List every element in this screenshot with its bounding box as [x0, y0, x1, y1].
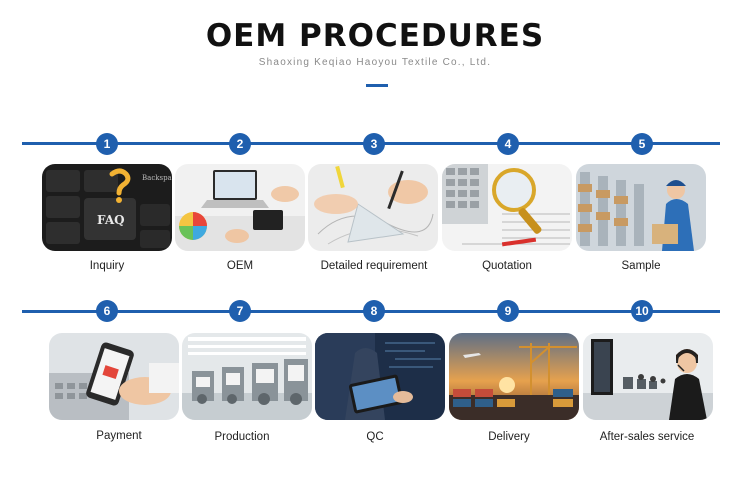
- step-8-label: QC: [366, 431, 384, 443]
- step-1-faq-keyboard-image: FAQ Backspace: [42, 164, 172, 251]
- step-8-number: 8: [363, 300, 385, 322]
- page-title: OEM PROCEDURES: [205, 18, 545, 54]
- title-accent-bar: [366, 84, 388, 87]
- step-4-magnifier-calculator-image: [442, 164, 572, 251]
- step-1-number: 1: [96, 133, 118, 155]
- step-5-number: 5: [631, 133, 653, 155]
- step-6-number: 6: [96, 300, 118, 322]
- backspace-key-text: Backspace: [142, 174, 172, 182]
- step-2-laptop-design-image: [175, 164, 305, 251]
- step-4-number: 4: [497, 133, 519, 155]
- step-7-textile-factory-image: [182, 333, 312, 420]
- company-subtitle: Shaoxing Keqiao Haoyou Textile Co., Ltd.: [258, 57, 492, 68]
- step-4-label: Quotation: [482, 260, 532, 272]
- step-3-label: Detailed requirement: [320, 260, 428, 272]
- step-9-label: Delivery: [488, 431, 530, 443]
- step-6-label: Payment: [96, 430, 142, 442]
- step-1-label: Inquiry: [89, 260, 125, 272]
- faq-key-text: FAQ: [97, 213, 125, 227]
- step-10-call-center-image: [583, 333, 713, 420]
- step-5-label: Sample: [621, 260, 661, 272]
- step-10-number: 10: [631, 300, 653, 322]
- step-2-label: OEM: [226, 260, 254, 272]
- step-9-number: 9: [497, 300, 519, 322]
- step-8-tablet-check-image: [315, 333, 445, 420]
- step-7-label: Production: [214, 431, 270, 443]
- step-10-label: After-sales service: [599, 431, 695, 443]
- step-5-warehouse-worker-image: [576, 164, 706, 251]
- step-3-sketch-drawing-image: [308, 164, 438, 251]
- step-3-number: 3: [363, 133, 385, 155]
- step-2-number: 2: [229, 133, 251, 155]
- step-7-number: 7: [229, 300, 251, 322]
- step-6-phone-payment-image: [49, 333, 179, 420]
- step-9-port-crane-image: [449, 333, 579, 420]
